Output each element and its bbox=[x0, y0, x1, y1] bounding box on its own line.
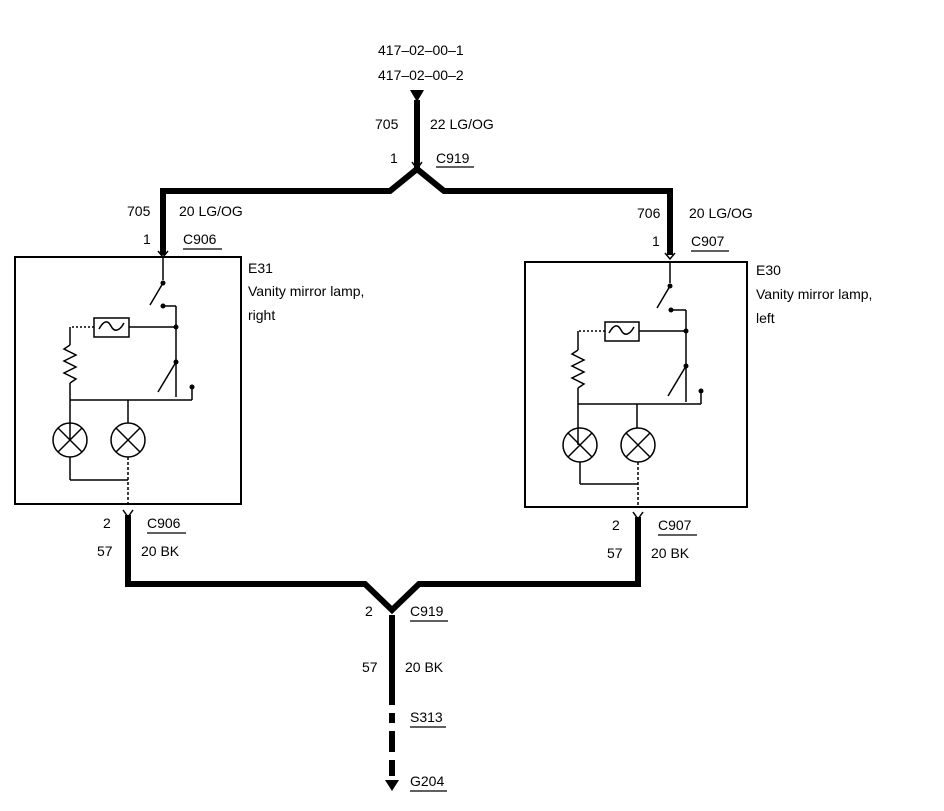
e31-internal-circuit bbox=[52, 257, 195, 504]
top-wire-gauge-color: 22 LG/OG bbox=[430, 116, 494, 132]
left-ground-gauge-color: 20 BK bbox=[651, 545, 690, 561]
e30-lamp-2-icon bbox=[620, 427, 656, 463]
bottom-harness-wire bbox=[125, 515, 641, 615]
left-feed-circuit: 706 bbox=[637, 205, 661, 221]
e31-lamp-2-icon bbox=[110, 422, 146, 458]
right-ground-gauge-color: 20 BK bbox=[141, 543, 180, 559]
right-feed-circuit: 705 bbox=[127, 203, 151, 219]
e31-desc-line2: right bbox=[248, 307, 275, 323]
e30-ref: E30 bbox=[756, 262, 781, 278]
source-ref-2: 417–02–00–2 bbox=[378, 67, 464, 83]
c919-bottom-pin: 2 bbox=[365, 603, 373, 619]
c907-top-connector-icon bbox=[664, 252, 676, 261]
right-feed-gauge-color: 20 LG/OG bbox=[179, 203, 243, 219]
bottom-wire-circuit: 57 bbox=[362, 659, 378, 675]
ground-arrow-icon bbox=[385, 780, 399, 791]
e30-desc-line1: Vanity mirror lamp, bbox=[756, 286, 872, 302]
splice-label: S313 bbox=[410, 709, 443, 725]
c919-top-label: C919 bbox=[436, 150, 470, 166]
bottom-wire-gauge-color: 20 BK bbox=[405, 659, 444, 675]
c906-top-label: C906 bbox=[183, 231, 217, 247]
e30-desc-line2: left bbox=[756, 310, 775, 326]
e31-component-box bbox=[14, 256, 242, 505]
source-arrow-icon bbox=[410, 90, 424, 102]
c906-bottom-label: C906 bbox=[147, 515, 181, 531]
c907-top-pin: 1 bbox=[652, 233, 660, 249]
e30-component-box bbox=[524, 261, 748, 508]
top-harness-wire bbox=[160, 165, 673, 255]
c907-bottom-label: C907 bbox=[658, 517, 692, 533]
c906-top-pin: 1 bbox=[143, 231, 151, 247]
c906-bottom-pin: 2 bbox=[103, 515, 111, 531]
e30-internal-circuit bbox=[562, 262, 704, 507]
e31-desc-line1: Vanity mirror lamp, bbox=[248, 283, 364, 299]
e31-ref: E31 bbox=[248, 260, 273, 276]
c907-top-label: C907 bbox=[691, 233, 725, 249]
left-feed-gauge-color: 20 LG/OG bbox=[689, 205, 753, 221]
ground-label: G204 bbox=[410, 773, 444, 789]
c907-bottom-pin: 2 bbox=[612, 517, 620, 533]
c919-bottom-connector-icon bbox=[386, 605, 398, 615]
left-ground-circuit: 57 bbox=[607, 545, 623, 561]
c919-top-pin: 1 bbox=[390, 150, 398, 166]
source-ref-1: 417–02–00–1 bbox=[378, 42, 464, 58]
e30-lamp-1-icon bbox=[562, 427, 598, 463]
c919-bottom-label: C919 bbox=[410, 603, 444, 619]
e30-resistor-icon bbox=[570, 349, 586, 389]
top-wire-circuit: 705 bbox=[375, 116, 399, 132]
right-ground-circuit: 57 bbox=[97, 543, 113, 559]
e31-resistor-icon bbox=[62, 344, 78, 384]
